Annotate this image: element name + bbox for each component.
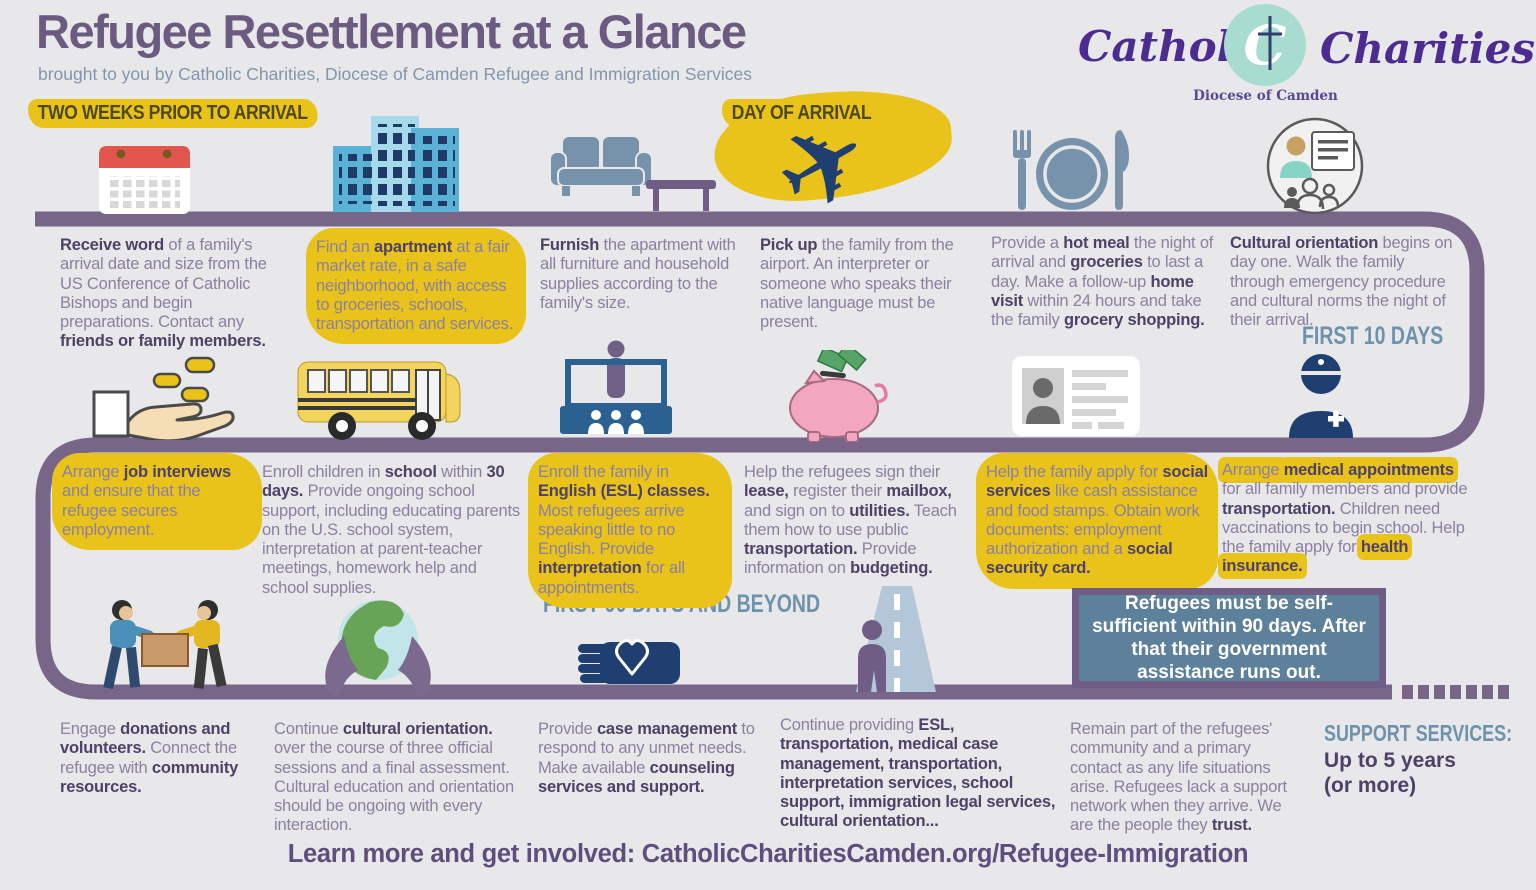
nurse-icon	[1288, 350, 1354, 438]
page-title: Refugee Resettlement at a Glance	[36, 5, 747, 58]
school-bus-icon	[296, 350, 462, 442]
timeline-dashed-end	[1402, 685, 1509, 699]
support-duration-line1: Up to 5 years	[1324, 749, 1456, 772]
step-pick-up-family: Pick up the family from the airport. An …	[760, 236, 954, 332]
cross-icon	[1258, 16, 1282, 70]
step-case-management: Provide case management to respond to an…	[538, 720, 755, 796]
calendar-icon	[97, 138, 192, 216]
hand-receiving-money-icon	[90, 356, 272, 440]
logo-word-charities: Charities	[1320, 24, 1535, 73]
step-furnish-apartment: Furnish the apartment with all furniture…	[540, 236, 736, 312]
support-duration-line2: (or more)	[1324, 774, 1417, 797]
step-continue-cultural-orientation: Continue cultural orientation. over the …	[274, 720, 514, 835]
footer-link[interactable]: Learn more and get involved: CatholicCha…	[287, 840, 1249, 868]
step-esl-classes: Enroll the family in English (ESL) class…	[538, 463, 722, 599]
step-enroll-school: Enroll children in school within 30 days…	[262, 463, 520, 597]
logo-org-name: Diocese of Camden	[1193, 88, 1338, 104]
step-donations-volunteers: Engage donations and volunteers. Connect…	[60, 720, 239, 796]
step-hot-meal: Provide a hot meal the night of arrival …	[991, 234, 1214, 330]
step-find-apartment: Find an apartment at a fair market rate,…	[316, 238, 516, 335]
step-medical-appointments: Arrange medical appointments for all fam…	[1222, 461, 1468, 576]
step-lease-utilities: Help the refugees sign their lease, regi…	[744, 463, 957, 578]
meal-icon	[1005, 128, 1135, 214]
section-two-weeks-prior: TWO WEEKS PRIOR TO ARRIVAL	[28, 99, 318, 128]
callout-self-sufficient: Refugees must be self-sufficient within …	[1072, 588, 1386, 688]
section-support-services: SUPPORT SERVICES:	[1324, 720, 1513, 746]
section-first-10-days: FIRST 10 DAYS	[1302, 322, 1444, 350]
volunteers-carrying-box-icon	[86, 596, 244, 692]
step-job-interviews: Arrange job interviews and ensure that t…	[62, 463, 252, 541]
esl-class-icon	[558, 340, 674, 436]
globe-in-hands-icon	[310, 596, 446, 698]
logo-emblem: C	[1224, 4, 1306, 86]
logo-monogram: C	[1243, 13, 1287, 77]
step-receive-word: Receive word of a family's arrival date …	[60, 236, 267, 351]
sofa-icon	[550, 132, 716, 214]
section-day-of-arrival: DAY OF ARRIVAL	[722, 99, 881, 128]
apartment-buildings-icon	[333, 116, 469, 212]
road-walk-icon	[852, 586, 942, 692]
step-cultural-orientation: Cultural orientation begins on day one. …	[1230, 234, 1453, 330]
step-social-services: Help the family apply for social service…	[986, 463, 1208, 579]
piggy-bank-icon	[782, 350, 890, 442]
airplane-icon: ✈	[753, 90, 893, 241]
id-card-icon	[1012, 356, 1140, 436]
page-subtitle: brought to you by Catholic Charities, Di…	[38, 64, 752, 84]
cultural-orientation-icon	[1262, 116, 1368, 216]
step-continue-providing: Continue providing ESL, transportation, …	[780, 716, 1056, 831]
hand-holding-heart-icon	[576, 630, 682, 694]
step-remain-contact: Remain part of the refugees' community a…	[1070, 720, 1287, 835]
